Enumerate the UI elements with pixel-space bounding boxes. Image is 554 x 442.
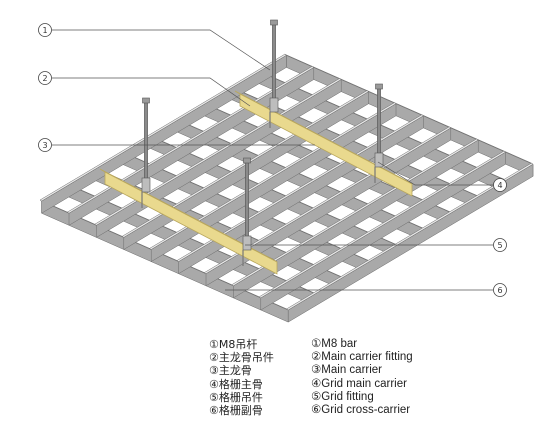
legend-en-item-3: ③Main carrier [311,364,383,377]
legend-en-item-1: ①M8 bar [311,338,358,350]
main-carrier-rear-face [239,93,413,197]
callout-leaders [52,29,493,291]
callout-circle-2 [38,71,52,85]
legend-en-item-4: ④Grid main carrier [311,377,407,390]
legend-en-item-5: ⑤Grid fitting [311,390,374,403]
legend-cn-item-5: ⑤格栅吊件 [209,390,263,404]
grid-cross-blade-9-face [287,163,534,323]
m8-rod-3-nut [142,97,150,104]
callout-number-4: 4 [497,181,502,190]
m8-rod-3-fitting [141,177,151,193]
legend-chinese: ①M8吊杆 ②主龙骨吊件 ③主龙骨 ④格栅主骨 ⑤格栅吊件 ⑥格栅副骨 [209,338,274,417]
callout-number-1: 1 [42,26,47,35]
callout-number-5: 5 [497,241,502,250]
legend-english: ①M8 bar ②Main carrier fitting ③Main carr… [311,338,413,417]
legend-en-item-6: ⑥Grid cross-carrier [311,404,411,417]
callout-circle-4 [493,178,507,192]
m8-rod-1 [272,21,276,111]
isometric-grid-ceiling-illustration: 1 2 3 4 5 6 [38,19,534,323]
legend-en-item-2: ②Main carrier fitting [311,351,413,364]
legend-cn-item-1: ①M8吊杆 [209,338,258,351]
callout-number-6: 6 [497,286,502,295]
legend-cn-item-6: ⑥格栅副骨 [209,404,263,418]
legend-cn-item-2: ②主龙骨吊件 [209,351,274,365]
grid-cross-blade-8-face [260,151,506,311]
grid-cross-blade-7-face [233,139,479,299]
legend-cn-item-4: ④格栅主骨 [209,377,263,391]
callout-leader-4 [377,161,493,186]
callout-number-2: 2 [42,74,47,83]
m8-rod-2-nut [375,83,383,90]
m8-rod-1-nut [270,19,278,26]
m8-rod-4-nut [243,157,251,164]
main-carrier-layer [99,90,413,275]
m8-rod-4 [245,159,249,249]
callout-circle-1 [38,23,52,37]
callout-circle-3 [38,138,52,152]
callout-circle-6 [493,283,507,297]
callout-markers: 1 2 3 4 5 6 [38,23,507,297]
main-carrier-front-face [104,171,278,275]
callout-leader-2 [52,77,251,107]
m8-rod-2-fitting [374,152,384,168]
grid-cross-blade-0-face [41,54,287,214]
grid-cross-blade-5-face [178,115,424,275]
legend-cn-item-3: ③主龙骨 [209,364,252,378]
m8-rod-4-fitting [242,235,252,251]
callout-circle-5 [493,238,507,252]
m8-rod-1-fitting [269,97,279,113]
callout-leader-1 [52,29,271,71]
grid-cross-blade-6-face [205,127,452,287]
callout-number-3: 3 [42,141,47,150]
